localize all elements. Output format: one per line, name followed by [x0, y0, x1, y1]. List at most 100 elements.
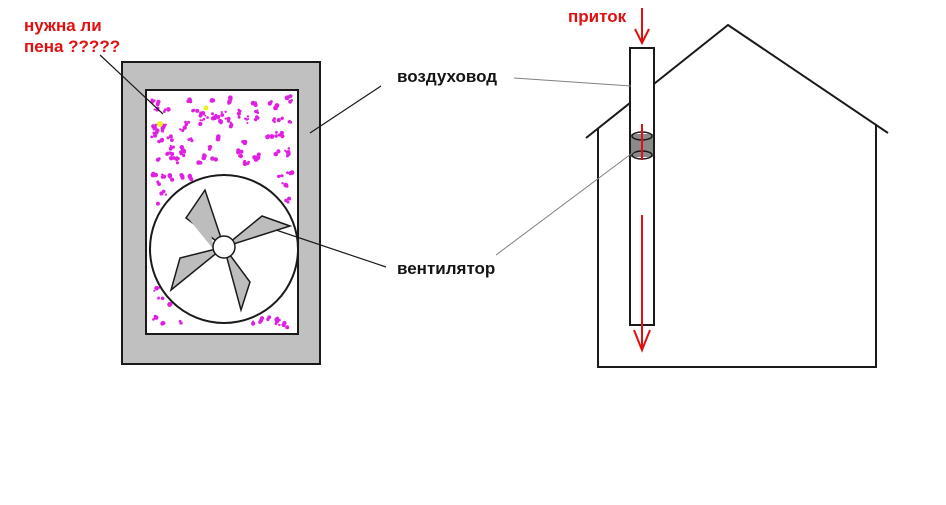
foam-dot	[238, 154, 243, 158]
foam-dot	[166, 107, 171, 112]
foam-dot	[209, 98, 215, 103]
foam-dot	[170, 138, 174, 143]
foam-dot	[217, 115, 221, 119]
foam-dot	[285, 325, 290, 330]
foam-dot	[274, 134, 278, 138]
foam-dot	[236, 111, 241, 116]
foam-dot	[242, 141, 247, 146]
foam-dot	[155, 128, 160, 133]
foam-dot	[199, 119, 202, 122]
foam-dot	[277, 174, 281, 179]
fan-label: вентилятор	[397, 259, 495, 278]
foam-dot	[153, 99, 156, 102]
foam-dot	[252, 320, 255, 323]
foam-dot	[157, 297, 160, 300]
foam-dot	[196, 160, 201, 165]
foam-dot	[267, 101, 272, 106]
foam-dot	[208, 144, 213, 150]
foam-dot	[184, 120, 187, 124]
foam-dot	[162, 174, 167, 179]
foam-dot	[168, 146, 173, 151]
foam-dot	[153, 315, 159, 320]
foam-dot	[227, 95, 233, 101]
foam-dot	[266, 134, 270, 138]
foam-dot	[286, 95, 291, 99]
foam-dot	[287, 196, 292, 201]
foam-dots	[150, 94, 295, 330]
foam-dot	[184, 122, 188, 127]
fan-blade-fill	[188, 195, 214, 250]
foam-dot	[156, 158, 159, 161]
foam-dot	[256, 153, 259, 157]
foam-dot	[169, 152, 172, 155]
foam-dot	[169, 302, 173, 306]
duct-label: воздуховод	[397, 67, 497, 86]
foam-dot	[153, 133, 157, 138]
foam-dot	[160, 321, 165, 326]
flow-arrow-icon	[633, 124, 651, 353]
foam-dot	[179, 322, 182, 325]
foam-dot	[161, 189, 166, 194]
foam-dot	[288, 171, 293, 176]
foam-dot	[155, 102, 160, 107]
foam-dot	[278, 323, 281, 327]
foam-dot	[239, 149, 244, 154]
foam-dot	[214, 113, 217, 117]
foam-dot	[182, 153, 186, 158]
foam-dot	[281, 182, 284, 185]
foam-dot	[220, 111, 223, 114]
foam-dot	[179, 128, 182, 131]
foam-dot	[280, 116, 284, 121]
foam-dot	[288, 119, 291, 123]
foam-dot	[169, 144, 172, 147]
foam-dot	[273, 152, 278, 157]
foam-dot	[247, 160, 251, 164]
leader-fan-to-damper	[495, 150, 636, 256]
foam-dot	[242, 161, 248, 166]
foam-dot	[154, 123, 158, 127]
foam-dot	[202, 153, 207, 159]
foam-dot	[206, 116, 209, 119]
foam-dot	[218, 118, 223, 124]
fan-blade	[223, 215, 293, 248]
leader-duct-to-pipe	[513, 77, 632, 87]
foam-dot	[187, 173, 193, 179]
foam-dot	[170, 177, 175, 182]
foam-dot	[255, 155, 261, 161]
foam-dot	[276, 149, 281, 154]
flow-arrow-lower-head	[633, 329, 651, 353]
foam-dot	[156, 180, 160, 184]
foam-dot	[198, 121, 203, 127]
foam-dot	[282, 320, 287, 326]
foam-dot	[153, 289, 156, 292]
inflow-arrow-top-head	[634, 28, 650, 46]
foam-dot	[182, 125, 187, 130]
foam-dot	[226, 116, 231, 121]
foam-dot	[202, 117, 206, 121]
fan-icon	[149, 174, 299, 324]
foam-dot	[164, 193, 167, 196]
foam-dot	[210, 156, 215, 161]
foam-dot	[283, 182, 289, 188]
foam-dot	[229, 100, 232, 104]
foam-dot	[195, 108, 200, 113]
foam-dot	[186, 99, 190, 103]
inflow-label: приток	[568, 7, 627, 26]
foam-dot	[254, 109, 258, 114]
foam-dot	[269, 134, 275, 139]
leader-foam	[99, 54, 164, 115]
foam-dot	[187, 120, 191, 124]
foam-dot	[274, 107, 278, 111]
foam-dot	[216, 134, 221, 139]
foam-dot	[275, 131, 278, 134]
foam-dot	[237, 115, 241, 119]
foam-dot	[258, 320, 262, 324]
foam-dot	[180, 175, 185, 180]
foam-dot	[253, 103, 258, 107]
foam-dot	[171, 145, 175, 149]
foam-dot	[153, 108, 156, 111]
foam-dot	[286, 152, 291, 157]
foam-dot	[224, 117, 227, 120]
house-walls	[597, 124, 877, 368]
